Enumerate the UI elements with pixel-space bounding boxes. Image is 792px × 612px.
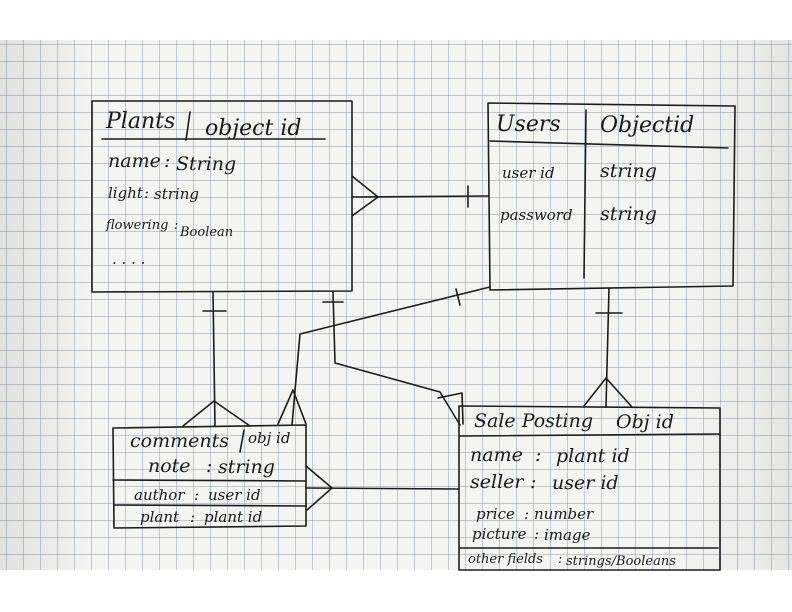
- relationship-sale-posting-comments: [305, 465, 460, 511]
- comments-box: [112, 424, 307, 529]
- svg-text::: :: [558, 552, 562, 567]
- svg-text::: :: [206, 455, 212, 477]
- sale-posting-key: Obj id: [616, 411, 674, 433]
- users-header-divider: [489, 140, 729, 149]
- crows-foot-sale-posting: [583, 377, 633, 408]
- plants-field-2-type: string: [154, 185, 199, 203]
- connector-line: [305, 487, 460, 490]
- comments-field-1-name: note: [148, 455, 191, 477]
- users-box: [487, 102, 736, 291]
- sale-posting-field-5-type: strings/Booleans: [566, 554, 676, 569]
- svg-text::: :: [164, 150, 170, 172]
- users-field-1-type: string: [600, 160, 657, 182]
- comments-field-2-type: user id: [208, 486, 261, 504]
- comments-field-1-type: string: [218, 456, 275, 478]
- users-field-2-type: string: [600, 203, 657, 225]
- entity-plants: Plants object id name : String light : s…: [91, 100, 353, 293]
- one-tick-users: [455, 288, 461, 306]
- plants-key: object id: [205, 116, 301, 141]
- svg-text::: :: [194, 486, 199, 504]
- svg-text::: :: [534, 525, 539, 543]
- comments-field-3-type: plant id: [204, 508, 262, 526]
- crows-foot-comments: [182, 400, 251, 427]
- relationship-users-comments: [277, 286, 491, 426]
- svg-text::: :: [535, 444, 541, 466]
- crows-foot-comments: [305, 465, 333, 511]
- svg-text::: :: [174, 218, 178, 233]
- comments-key: obj id: [248, 429, 290, 447]
- sale-posting-entity-name: Sale Posting: [474, 410, 593, 432]
- plants-field-3-type: Boolean: [179, 225, 233, 240]
- connector-line: [351, 195, 489, 198]
- comments-field-2-name: author: [134, 486, 185, 504]
- sale-posting-field-1-type: plant id: [556, 445, 630, 467]
- sale-posting-field-5-name: other fields: [468, 552, 543, 567]
- comments-entity-name: comments: [130, 430, 229, 452]
- comments-field-3-name: plant: [140, 508, 180, 526]
- sale-posting-field-3-name: price: [476, 505, 515, 523]
- users-field-2-name: password: [500, 206, 573, 224]
- crows-foot-plants: [351, 175, 379, 217]
- crows-foot-sale-posting: [437, 392, 464, 425]
- entity-comments: comments obj id note : string author : u…: [112, 424, 307, 529]
- relationship-plants-comments: [182, 291, 251, 427]
- relationship-users-sale-posting: [583, 287, 633, 408]
- crows-foot-comments: [277, 389, 307, 425]
- plants-field-3-name: flowering: [105, 218, 168, 233]
- users-key: Objectid: [600, 113, 694, 138]
- sale-posting-header-divider: [459, 433, 721, 437]
- relationship-plants-sale-posting: [322, 291, 464, 426]
- sale-posting-field-4-name: picture: [472, 525, 527, 543]
- comments-header-separator: [239, 429, 245, 453]
- svg-text::: :: [190, 508, 195, 526]
- connector-line: [291, 286, 491, 426]
- plants-box: [91, 100, 353, 293]
- plants-entity-name: Plants: [105, 109, 175, 134]
- relationship-plants-users: [351, 175, 489, 217]
- sale-posting-field-4-type: image: [544, 526, 591, 544]
- plants-more-fields: . . . .: [112, 250, 145, 268]
- entity-sale-posting: Sale Posting Obj id name : plant id sell…: [458, 405, 721, 571]
- sale-posting-field-3-type: number: [534, 505, 594, 523]
- comments-row-divider-1: [112, 479, 307, 482]
- plants-field-2-name: light: [108, 184, 144, 202]
- sale-posting-field-1-name: name: [470, 444, 523, 466]
- users-column-divider: [583, 109, 587, 279]
- sale-posting-field-2-name: seller: [470, 471, 525, 493]
- plants-field-1-name: name: [108, 150, 161, 172]
- users-entity-name: Users: [496, 112, 561, 137]
- sale-posting-field-2-type: user id: [552, 472, 619, 494]
- comments-row-divider-2: [113, 504, 307, 507]
- plants-field-1-type: String: [176, 153, 236, 175]
- connector-line: [212, 291, 216, 427]
- svg-text::: :: [530, 471, 536, 493]
- entity-users: Users Objectid user id string password s…: [487, 102, 736, 291]
- connector-line: [332, 291, 461, 426]
- svg-text::: :: [524, 505, 529, 523]
- plants-header-separator: [185, 111, 191, 141]
- sale-posting-box: [458, 405, 721, 571]
- svg-text::: :: [144, 184, 149, 202]
- users-field-1-name: user id: [502, 164, 555, 182]
- connector-line: [605, 287, 610, 408]
